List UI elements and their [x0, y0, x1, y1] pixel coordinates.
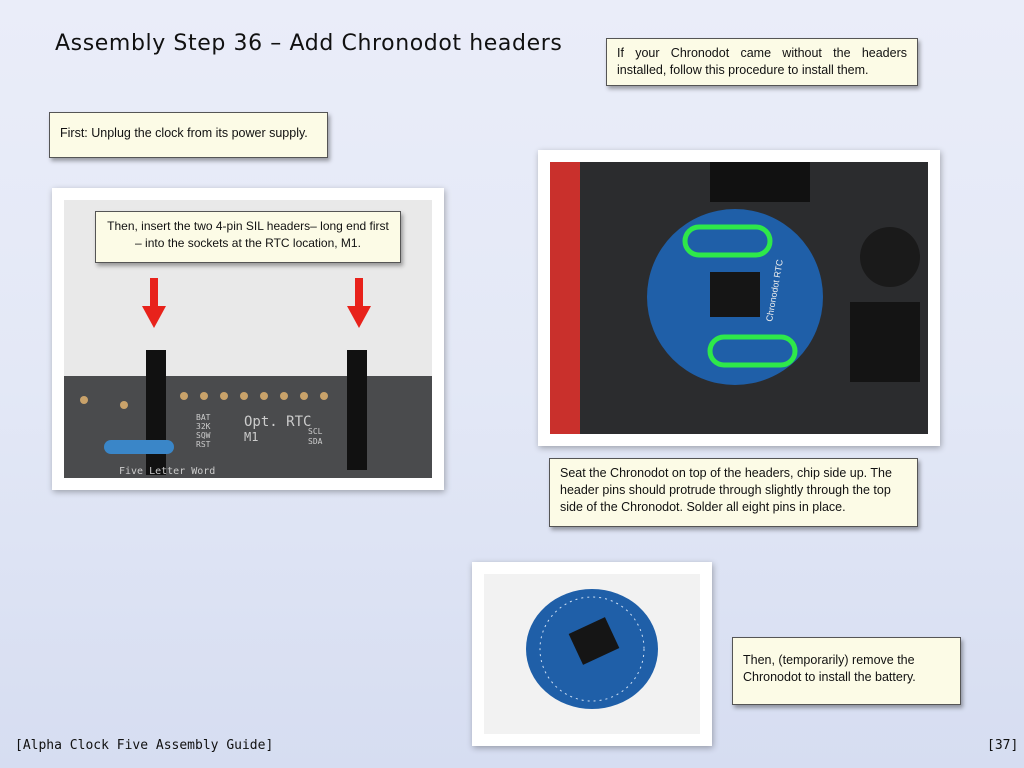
headers-photo: Opt. RTC M1 BAT 32K SQW RST SCL SDA Five…: [52, 188, 444, 490]
svg-text:RST: RST: [196, 440, 211, 449]
left-header: [146, 350, 166, 475]
page-number: [37]: [987, 738, 1019, 753]
svg-text:SQW: SQW: [196, 431, 211, 440]
chronodot-photo: [472, 562, 712, 746]
rtc-chip: [710, 272, 760, 317]
svg-text:Five Letter Word: Five Letter Word: [119, 466, 215, 477]
intro-note: If your Chronodot came without the heade…: [606, 38, 918, 86]
svg-text:Opt. RTC: Opt. RTC: [244, 414, 311, 430]
svg-text:BAT: BAT: [196, 413, 211, 422]
resistor: [104, 440, 174, 454]
svg-text:SCL: SCL: [308, 427, 323, 436]
chronodot-illustration: [526, 589, 658, 709]
pcb-board: [64, 376, 432, 478]
svg-text:SDA: SDA: [308, 437, 323, 446]
seat-note: Seat the Chronodot on top of the headers…: [549, 458, 918, 527]
guide-footer: [Alpha Clock Five Assembly Guide]: [15, 738, 274, 753]
svg-text:32K: 32K: [196, 422, 211, 431]
insert-headers-note: Then, insert the two 4-pin SIL headers– …: [95, 211, 401, 263]
rtc-chip: [568, 617, 620, 665]
pcb-headers-illustration: Opt. RTC M1 BAT 32K SQW RST SCL SDA Five…: [64, 278, 432, 478]
header-highlight: [682, 224, 773, 258]
header-highlight: [707, 334, 798, 368]
arrow-icon: [142, 278, 371, 328]
svg-text:M1: M1: [244, 430, 258, 444]
unplug-note: First: Unplug the clock from its power s…: [49, 112, 328, 158]
right-header: [347, 350, 367, 470]
page-title: Assembly Step 36 – Add Chronodot headers: [55, 31, 563, 56]
remove-note: Then, (temporarily) remove the Chronodot…: [732, 637, 961, 705]
chronodot-seated-photo: Chronodot RTC: [538, 150, 940, 446]
chronodot-on-board-illustration: Chronodot RTC: [550, 162, 920, 434]
